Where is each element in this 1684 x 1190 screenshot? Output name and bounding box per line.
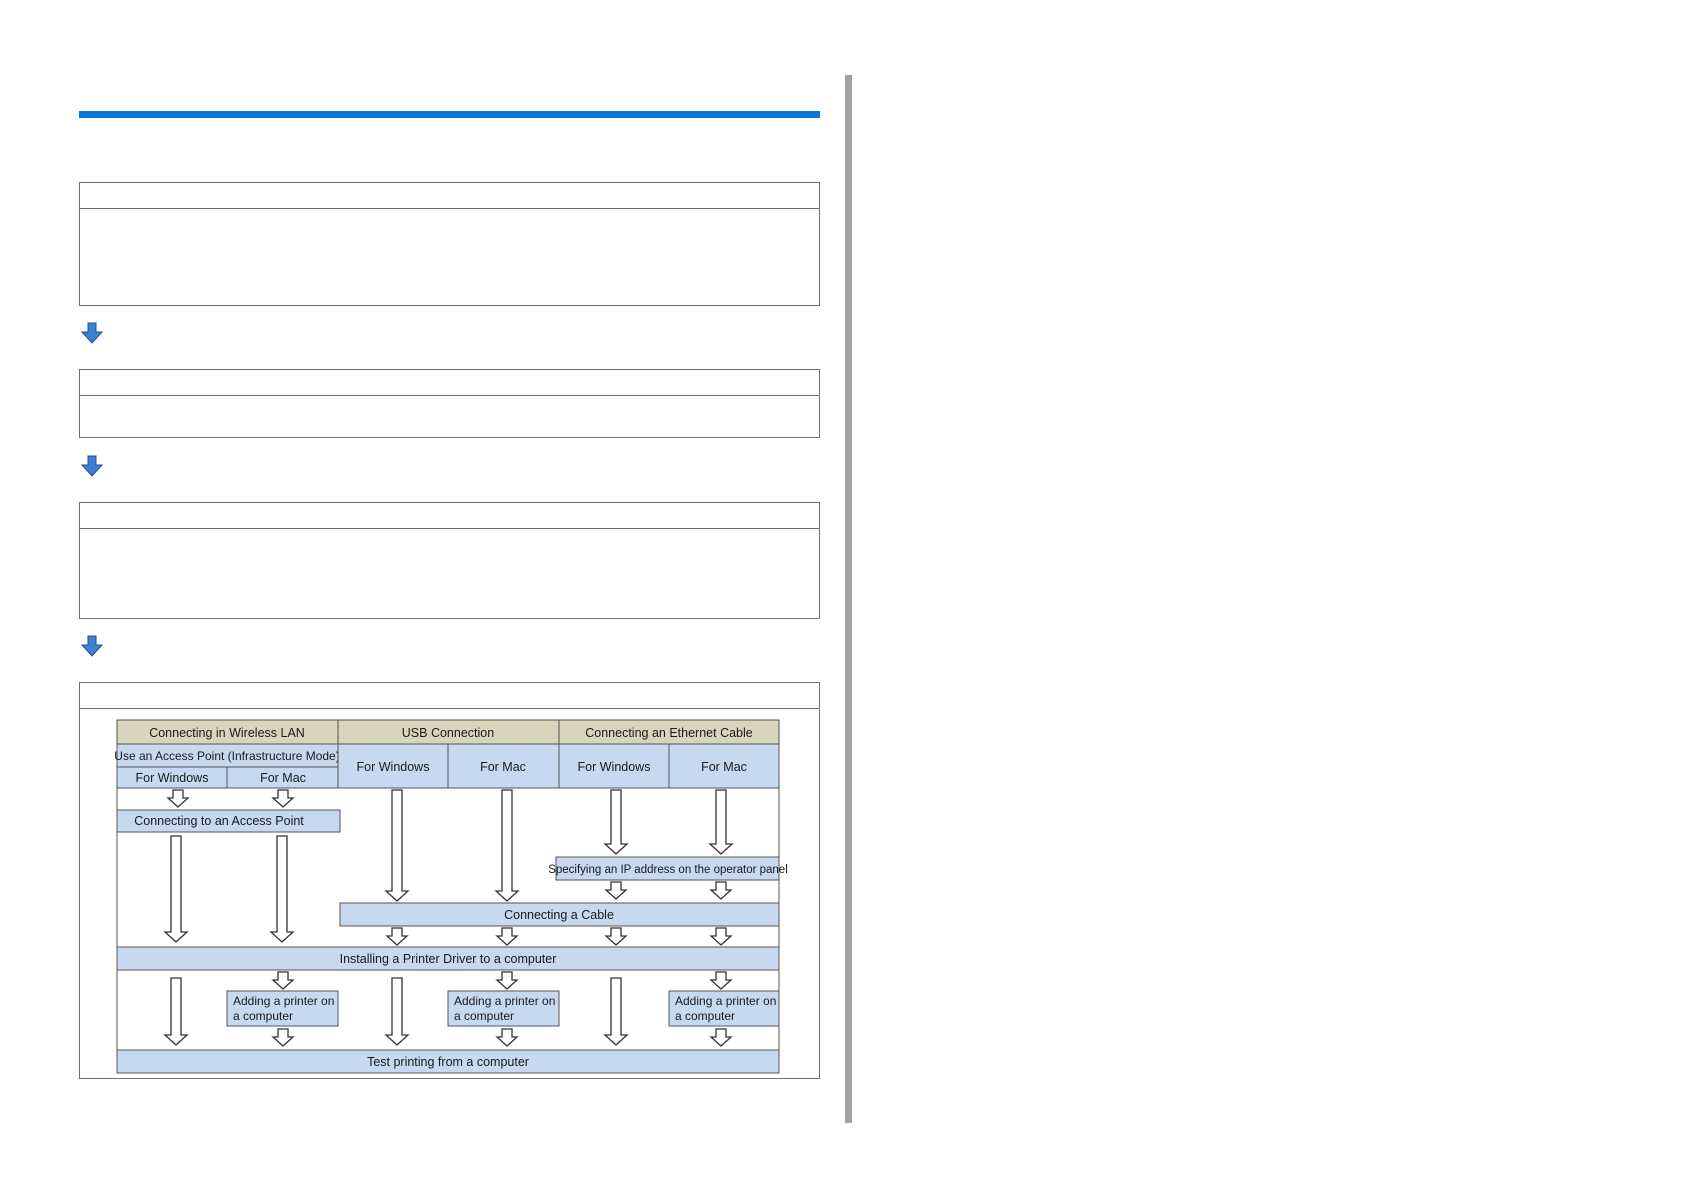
add-printer-step-wireless: [226, 990, 339, 1027]
test-print-label: Test printing from a computer: [367, 1055, 529, 1069]
arrow-down-icon: [386, 927, 408, 946]
ip-address-label: Specifying an IP address on the operator…: [548, 864, 788, 876]
usb-windows-cell: [337, 743, 449, 789]
usb-mac-cell: [447, 743, 560, 789]
install-driver-step: [116, 946, 780, 971]
wireless-mode-label: Use an Access Point (Infrastructure Mode…: [114, 749, 339, 763]
arrow-down-icon: [496, 971, 518, 990]
long-arrow-down-icon: [494, 789, 520, 902]
step-box-3: [79, 502, 820, 619]
ethernet-windows-label: For Windows: [578, 760, 651, 774]
cable-label: Connecting a Cable: [504, 908, 614, 922]
ethernet-mac-label: For Mac: [701, 760, 747, 774]
test-print-step: [116, 1049, 780, 1074]
usb-windows-label: For Windows: [357, 760, 430, 774]
long-arrow-down-icon: [163, 977, 189, 1046]
long-arrow-down-icon: [384, 789, 410, 902]
long-arrow-down-icon: [603, 789, 629, 855]
install-driver-label: Installing a Printer Driver to a compute…: [340, 952, 557, 966]
add-printer-line1: Adding a printer on: [675, 994, 776, 1008]
header-ethernet: Connecting an Ethernet Cable: [585, 726, 753, 740]
header-usb-cell: [337, 719, 560, 745]
arrow-down-icon: [605, 927, 627, 946]
add-printer-line2: a computer: [675, 1009, 735, 1023]
arrow-down-icon: [496, 927, 518, 946]
header-usb: USB Connection: [402, 726, 494, 740]
step-box-1-heading: [80, 183, 819, 209]
cable-step: [339, 902, 780, 927]
blue-down-arrow-icon: [80, 635, 104, 657]
access-point-step: [116, 809, 341, 833]
arrow-down-icon: [167, 789, 189, 808]
arrow-down-icon: [710, 881, 732, 900]
ethernet-mac-cell: [668, 743, 780, 789]
access-point-label: Connecting to an Access Point: [134, 814, 304, 828]
long-arrow-down-icon: [269, 835, 295, 943]
arrow-down-icon: [272, 789, 294, 808]
add-printer-step-usb: [447, 990, 560, 1027]
step-box-2-heading: [80, 370, 819, 396]
usb-mac-label: For Mac: [480, 760, 526, 774]
wireless-windows-label: For Windows: [136, 771, 209, 785]
arrow-down-icon: [710, 971, 732, 990]
page-divider: [845, 75, 852, 1123]
add-printer-line1: Adding a printer on: [454, 994, 555, 1008]
arrow-down-icon: [605, 881, 627, 900]
long-arrow-down-icon: [708, 789, 734, 855]
add-printer-step-ethernet: [668, 990, 780, 1027]
ethernet-windows-cell: [558, 743, 670, 789]
wireless-mac-label: For Mac: [260, 771, 306, 785]
arrow-down-icon: [496, 1028, 518, 1047]
step-box-1: [79, 182, 820, 306]
arrow-down-icon: [272, 971, 294, 990]
step-box-2: [79, 369, 820, 438]
long-arrow-down-icon: [384, 977, 410, 1046]
add-printer-line2: a computer: [454, 1009, 514, 1023]
arrow-down-icon: [710, 1028, 732, 1047]
long-arrow-down-icon: [163, 835, 189, 943]
title-rule: [79, 111, 820, 118]
add-printer-line1: Adding a printer on: [233, 994, 334, 1008]
header-wireless: Connecting in Wireless LAN: [149, 726, 305, 740]
blue-down-arrow-icon: [80, 455, 104, 477]
ip-address-step: [555, 856, 780, 881]
blue-down-arrow-icon: [80, 322, 104, 344]
step-box-4-heading: [80, 683, 819, 709]
arrow-down-icon: [272, 1028, 294, 1047]
arrow-down-icon: [710, 927, 732, 946]
header-ethernet-cell: [558, 719, 780, 745]
add-printer-line2: a computer: [233, 1009, 293, 1023]
long-arrow-down-icon: [603, 977, 629, 1046]
header-wireless-cell: [116, 719, 339, 745]
step-box-3-heading: [80, 503, 819, 529]
